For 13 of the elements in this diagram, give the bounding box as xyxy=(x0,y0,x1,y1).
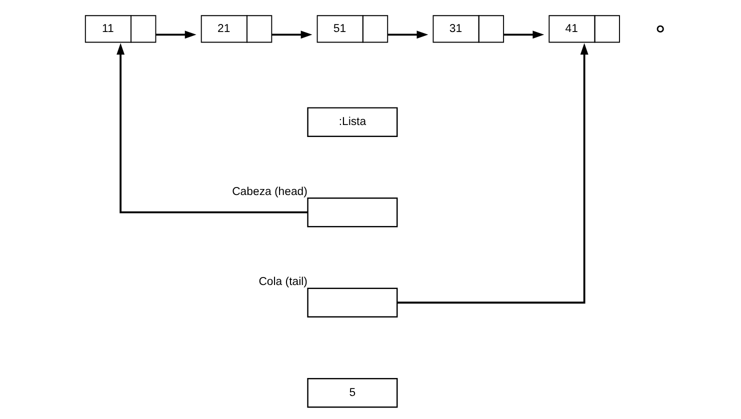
node-box: 5 xyxy=(307,378,398,408)
arrow xyxy=(504,30,544,39)
node-box xyxy=(307,288,398,318)
arrow xyxy=(272,30,312,39)
node-label: Cabeza (head) xyxy=(232,186,308,198)
arrow xyxy=(156,30,196,39)
node-label: Cola (tail) xyxy=(258,276,308,288)
arrow xyxy=(397,43,588,304)
node-circle xyxy=(656,25,664,32)
node-box: :Lista xyxy=(307,107,398,137)
arrow xyxy=(388,30,428,39)
arrow xyxy=(116,43,308,214)
node-box xyxy=(307,197,398,228)
